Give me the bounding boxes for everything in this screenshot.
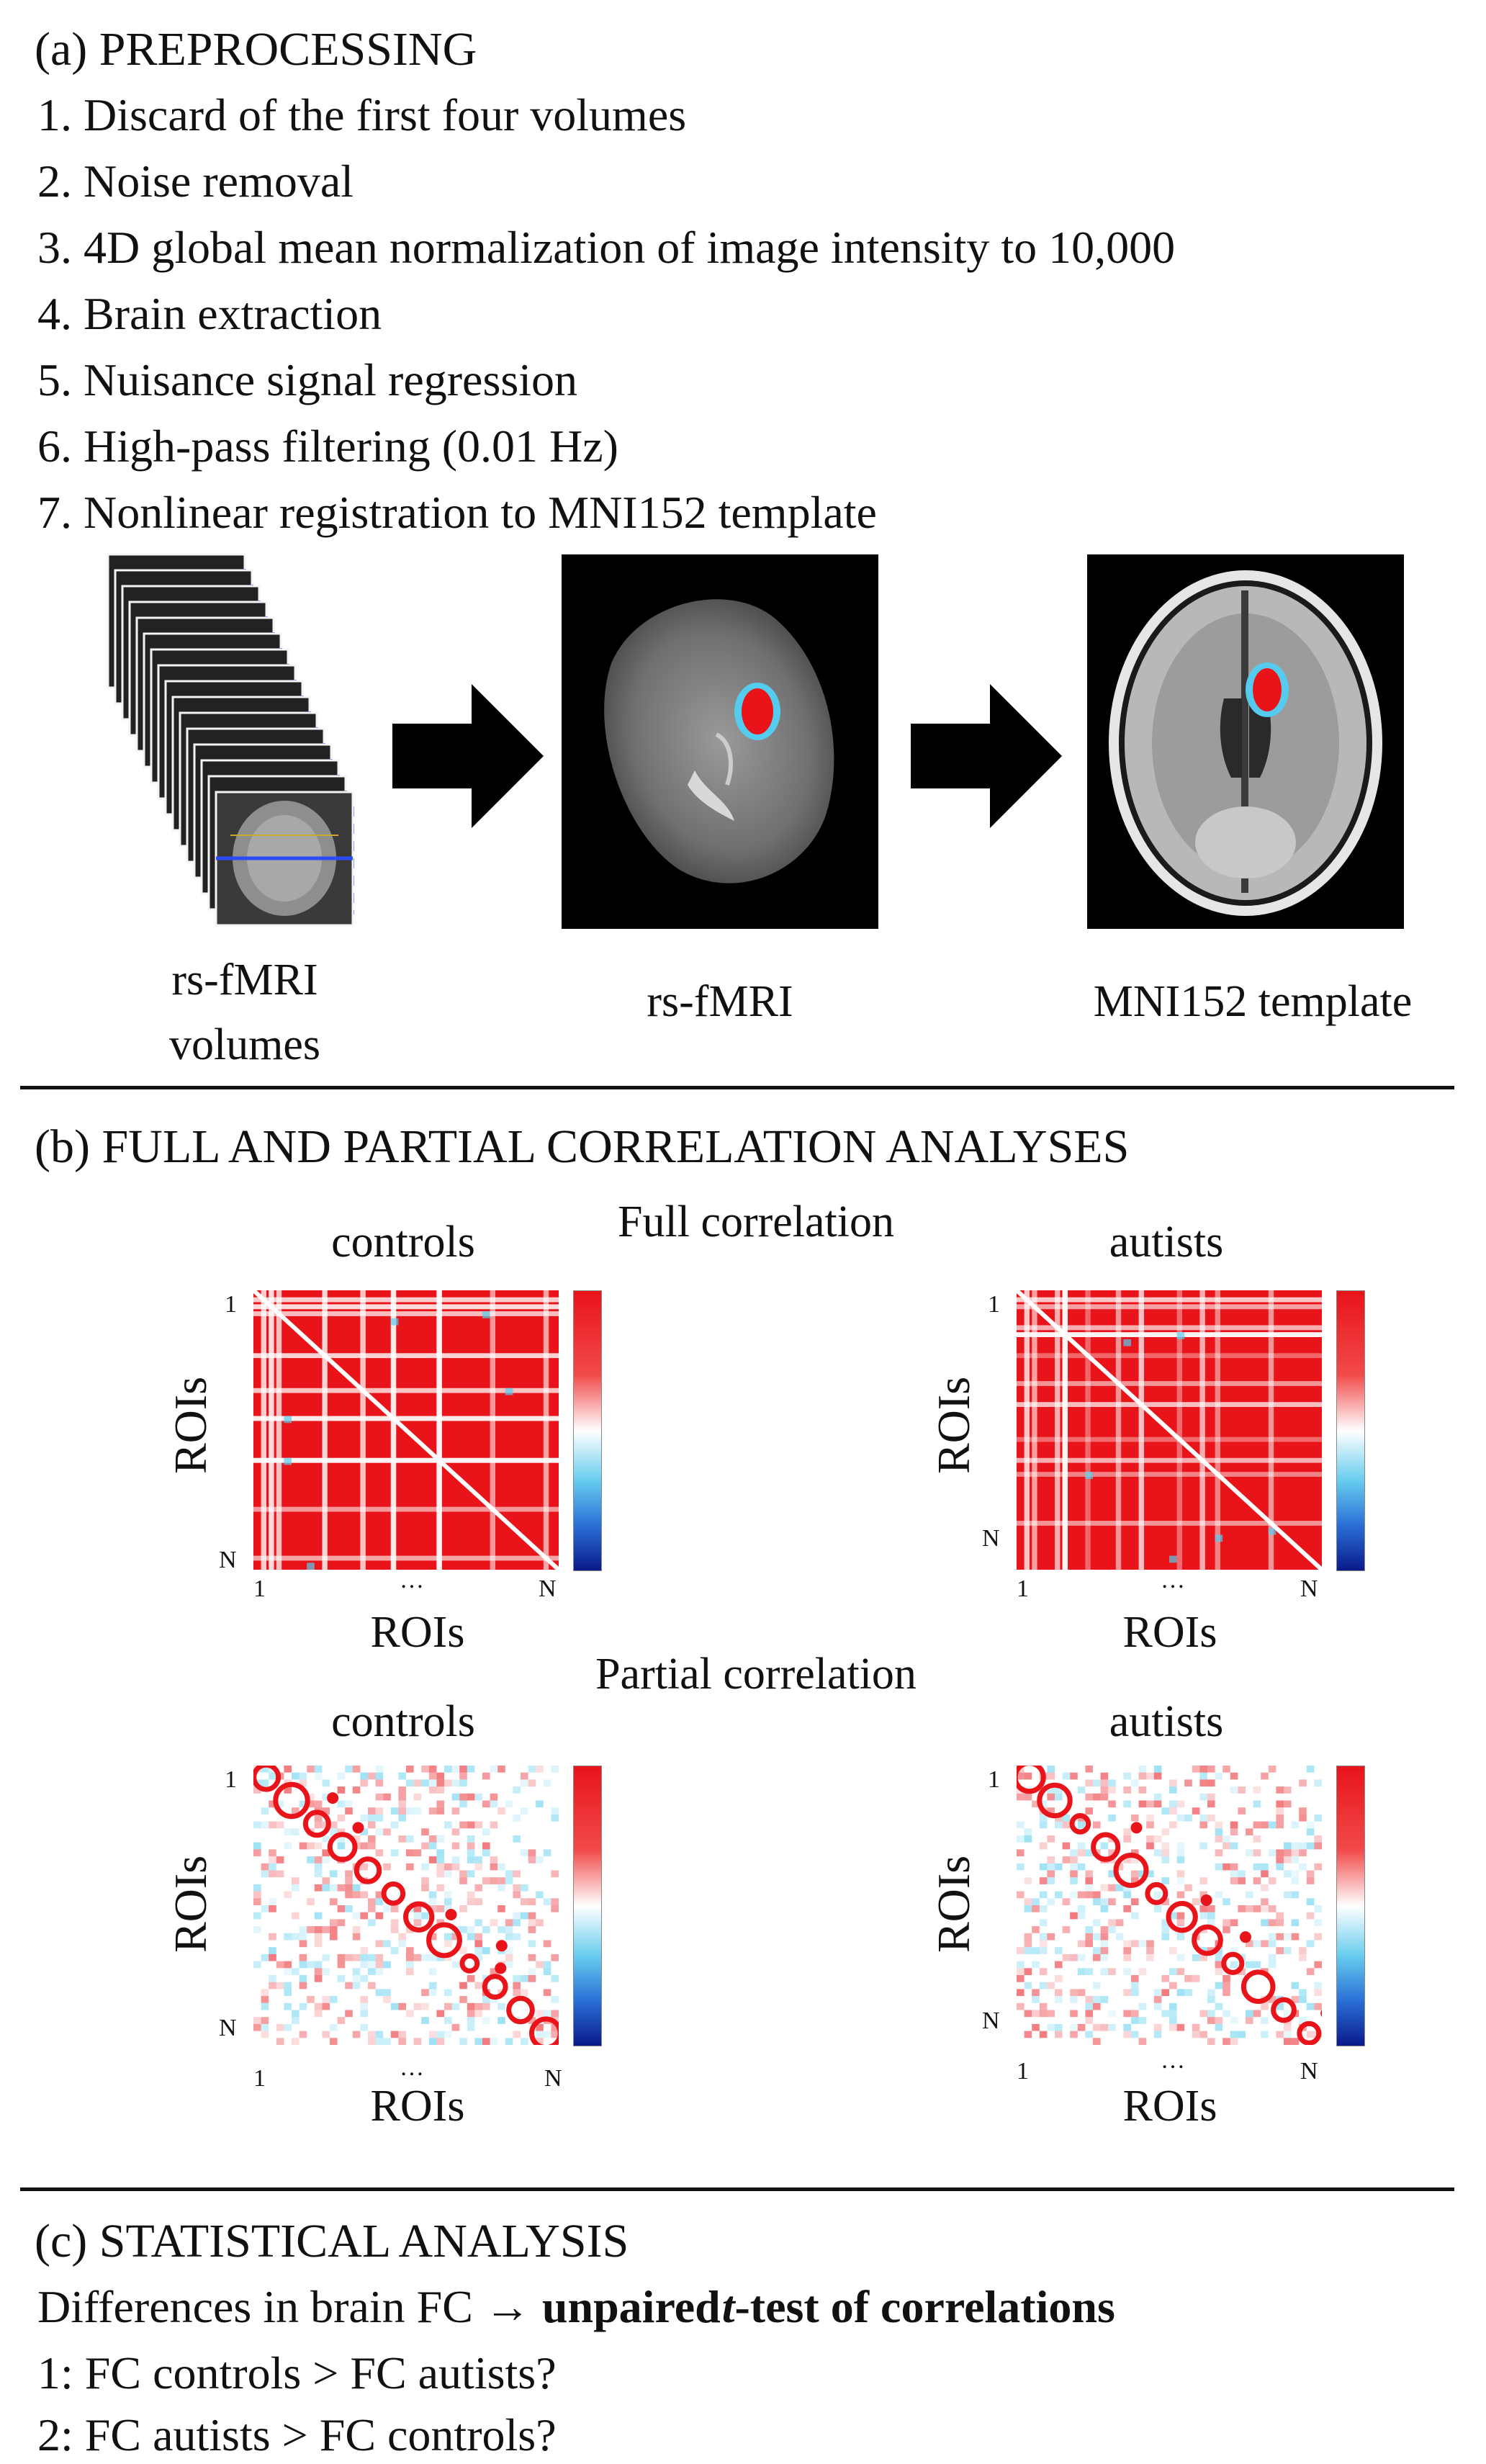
x-axis-label: ROIs: [1122, 2082, 1217, 2131]
tick-label: 1: [988, 1291, 1000, 1318]
y-axis-label: ROIs: [928, 1855, 979, 1953]
controls-title-partial: controls: [331, 1697, 475, 1746]
tick-label: …: [400, 2054, 424, 2081]
tick-label: N: [539, 1575, 557, 1602]
autists-title-partial: autists: [1109, 1697, 1224, 1746]
tick-label: …: [400, 1567, 424, 1593]
colorbar: [1336, 1290, 1365, 1571]
question-2: 2: FC autists > FC controls?: [37, 2409, 557, 2460]
method-t: t: [721, 2281, 735, 2332]
volumes-label-line2: volumes: [168, 1020, 321, 1069]
step-1: 1. Discard of the first four volumes: [37, 89, 687, 140]
tick-label: 1: [988, 1766, 1000, 1793]
section-b-title: (b) FULL AND PARTIAL CORRELATION ANALYSE…: [35, 1120, 1130, 1173]
tick-label: N: [1300, 1575, 1318, 1602]
partial-corr-autists-matrix: [1017, 1766, 1322, 2045]
divider-a-b: [20, 1086, 1454, 1089]
volumes-label-line1: rs-fMRI: [171, 956, 318, 1004]
section-c-title: (c) STATISTICAL ANALYSIS: [35, 2215, 629, 2267]
tick-label: 1: [1017, 1575, 1029, 1602]
tick-label: N: [219, 1547, 237, 1573]
colorbar: [573, 1290, 602, 1571]
mni152-template-image: [1087, 554, 1404, 929]
tick-label: …: [1161, 1567, 1185, 1593]
tick-label: 1: [1017, 2058, 1029, 2085]
y-axis-label: ROIs: [165, 1376, 216, 1474]
statistical-method-line: Differences in brain FC → unpaired t-tes…: [37, 2284, 1115, 2330]
full-correlation-title: Full correlation: [618, 1197, 894, 1246]
y-axis-label: ROIs: [165, 1855, 216, 1953]
tick-label: N: [1300, 2058, 1318, 2085]
arrow-right-icon: [392, 684, 544, 828]
partial-corr-controls-matrix: [253, 1766, 559, 2045]
full-corr-autists-matrix: [1017, 1290, 1322, 1570]
divider-b-c: [20, 2188, 1454, 2191]
controls-title-full: controls: [331, 1218, 475, 1267]
tick-label: N: [982, 1525, 1000, 1552]
right-arrow-icon: →: [484, 2281, 531, 2332]
tick-label: N: [219, 2015, 237, 2041]
step-6: 6. High-pass filtering (0.01 Hz): [37, 421, 618, 472]
y-axis-label: ROIs: [928, 1376, 979, 1474]
colorbar: [1336, 1766, 1365, 2046]
tick-label: 1: [253, 1575, 266, 1602]
x-axis-label: ROIs: [370, 2082, 465, 2131]
step-3: 3. 4D global mean normalization of image…: [37, 222, 1176, 273]
step-5: 5. Nuisance signal regression: [37, 354, 578, 405]
step-7: 7. Nonlinear registration to MNI152 temp…: [37, 487, 877, 538]
autists-title-full: autists: [1109, 1218, 1224, 1267]
volume-stack-image: [107, 553, 354, 927]
template-label: MNI152 template: [1093, 977, 1413, 1026]
tick-label: 1: [253, 2065, 266, 2092]
section-a-title: (a) PREPROCESSING: [35, 23, 477, 76]
step-2: 2. Noise removal: [37, 156, 354, 207]
question-1: 1: FC controls > FC autists?: [37, 2347, 557, 2398]
fmri-label: rs-fMRI: [647, 977, 793, 1026]
tick-label: N: [544, 2065, 562, 2092]
tick-label: 1: [225, 1766, 237, 1793]
x-axis-label: ROIs: [370, 1608, 465, 1657]
step-4: 4. Brain extraction: [37, 288, 382, 339]
tick-label: 1: [225, 1291, 237, 1318]
rs-fmri-image: [562, 554, 878, 929]
method-unpaired: unpaired: [541, 2281, 721, 2332]
tick-label: …: [1161, 2047, 1185, 2074]
full-corr-controls-matrix: [253, 1290, 559, 1570]
tick-label: N: [982, 2007, 1000, 2034]
method-rest: -test of correlations: [734, 2281, 1115, 2332]
colorbar: [573, 1766, 602, 2046]
partial-correlation-title: Partial correlation: [595, 1650, 917, 1699]
arrow-right-icon: [911, 684, 1062, 828]
x-axis-label: ROIs: [1122, 1608, 1217, 1657]
line-prefix: Differences in brain FC: [37, 2281, 473, 2332]
